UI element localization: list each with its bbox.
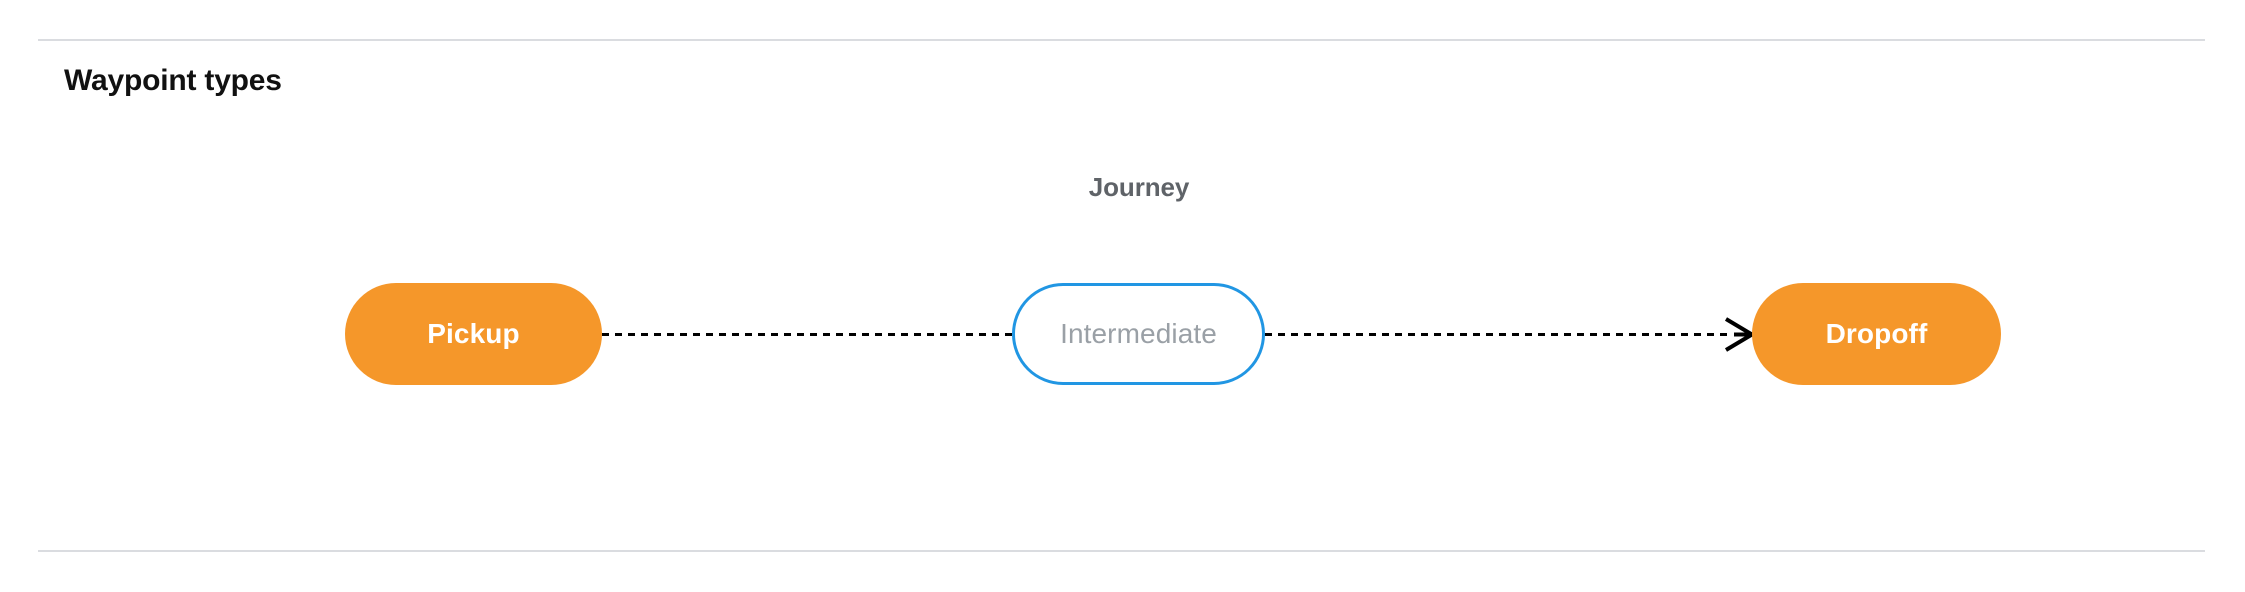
waypoint-label-intermediate: Intermediate: [1060, 318, 1217, 349]
waypoint-node-intermediate[interactable]: Intermediate: [1012, 283, 1265, 385]
connector-intermediate-to-dropoff: [1265, 333, 1730, 336]
waypoint-label-pickup: Pickup: [427, 318, 520, 349]
section-divider-bottom: [38, 550, 2205, 552]
connector-pickup-to-intermediate: [602, 333, 1014, 336]
waypoint-node-dropoff[interactable]: Dropoff: [1752, 283, 2001, 385]
waypoint-node-pickup[interactable]: Pickup: [345, 283, 602, 385]
waypoint-label-dropoff: Dropoff: [1825, 318, 1928, 349]
page-title: Waypoint types: [64, 64, 282, 97]
journey-group-label: Journey: [1088, 172, 1190, 202]
section-divider-top: [38, 39, 2205, 41]
